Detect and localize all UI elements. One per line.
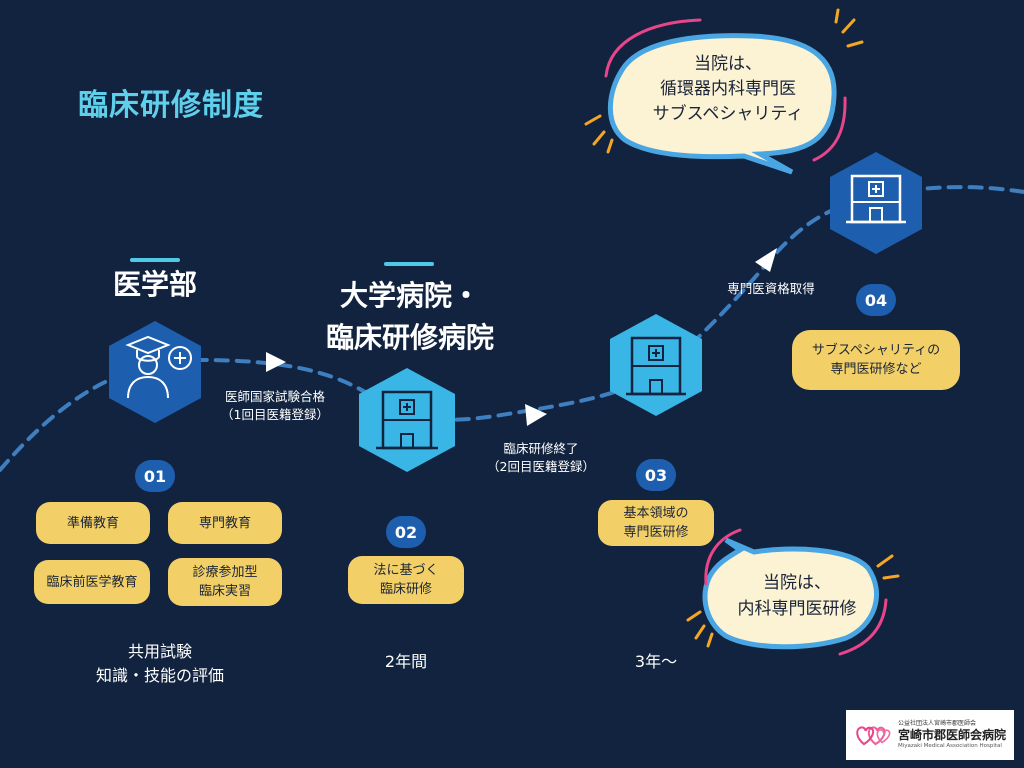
stage-2-title-line-2: 臨床研修病院 [325, 321, 494, 354]
bubble-2-text: 当院は、 内科専門医研修 [712, 570, 882, 622]
stage-1-bottom-line-1: 共用試験 [127, 642, 192, 661]
stage-2-duration: 2年間 [384, 652, 428, 671]
stage-2-number: 02 [386, 516, 426, 548]
stage-3-number: 03 [636, 459, 676, 491]
stage-2-pill: 法に基づく 臨床研修 [348, 556, 464, 604]
stage-4-pill: サブスペシャリティの 専門医研修など [792, 330, 960, 390]
stage-4-number: 04 [856, 284, 896, 316]
stage-2-title-line-1: 大学病院・ [339, 279, 480, 312]
stage-1-pill: 臨床前医学教育 [34, 560, 150, 604]
arrow-icon [525, 404, 547, 426]
hospital-building-icon [359, 368, 455, 472]
graduate-doctor-icon [109, 321, 201, 423]
transition-1-line-1: 医師国家試験合格 [224, 389, 325, 404]
logo-english: Miyazaki Medical Association Hospital [897, 743, 1002, 749]
transition-1-caption: 医師国家試験合格 （1回目医籍登録） [200, 388, 350, 424]
stage-1-number: 01 [135, 460, 175, 492]
arrow-icon [266, 352, 286, 372]
stage-3-pill: 基本領域の 専門医研修 [598, 500, 714, 546]
transition-2-line-1: 臨床研修終了 [503, 441, 579, 456]
bubble-1-text: 当院は、 循環器内科専門医 サブスペシャリティ [626, 52, 830, 127]
stage-1-pill: 準備教育 [36, 502, 150, 544]
speech-bubble-1 [584, 8, 864, 175]
logo-text: 公益社団法人宮崎市郡医師会 宮崎市郡医師会病院 Miyazaki Medical… [898, 720, 1006, 750]
hospital-building-icon [610, 314, 702, 416]
stage-3-duration: 3年〜 [634, 652, 678, 671]
hospital-building-icon [830, 152, 922, 254]
bubble-1-line-1: 当院は、 [694, 54, 762, 74]
stage-1-bottom-line-2: 知識・技能の評価 [95, 666, 224, 685]
stage-1-pill: 専門教育 [168, 502, 282, 544]
stage-1-title: 医学部 [112, 268, 197, 301]
bubble-1-line-2: 循環器内科専門医 [660, 79, 796, 99]
heart-logo-icon [856, 726, 891, 746]
stage-1-pill: 診療参加型 臨床実習 [168, 558, 282, 606]
speech-bubble-2 [686, 528, 900, 656]
logo-org: 公益社団法人宮崎市郡医師会 [897, 720, 976, 727]
hospital-logo: 公益社団法人宮崎市郡医師会 宮崎市郡医師会病院 Miyazaki Medical… [846, 710, 1014, 760]
bubble-1-line-3: サブスペシャリティ [652, 104, 804, 124]
transition-2-line-2: （2回目医籍登録） [487, 459, 595, 474]
stage-1-bottom: 共用試験 知識・技能の評価 [60, 640, 260, 688]
heading-accent-bar [130, 258, 180, 262]
logo-name: 宮崎市郡医師会病院 [897, 728, 1006, 742]
transition-2-caption: 臨床研修終了 （2回目医籍登録） [466, 440, 616, 476]
transition-3-caption: 専門医資格取得 [727, 281, 815, 296]
bubble-2-line-2: 内科専門医研修 [737, 599, 857, 619]
bubble-2-line-1: 当院は、 [763, 573, 831, 593]
arrow-icon [755, 248, 777, 272]
page-title: 臨床研修制度 [78, 88, 264, 123]
heading-accent-bar [384, 262, 434, 266]
transition-1-line-2: （1回目医籍登録） [221, 407, 329, 422]
